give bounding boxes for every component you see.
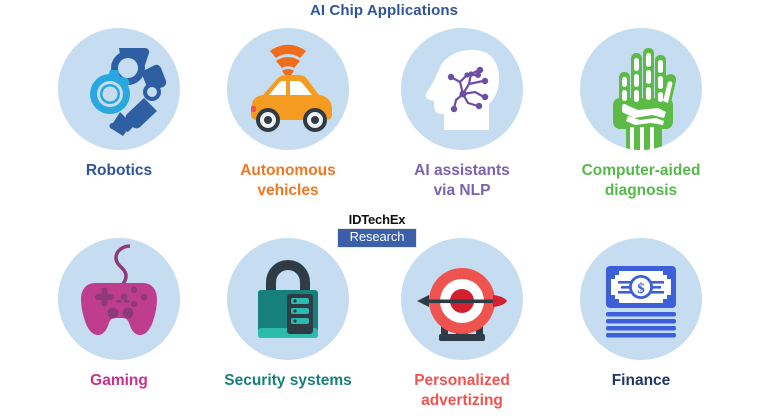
application-label-robotics: Robotics (23, 161, 215, 181)
svg-text:$: $ (637, 281, 645, 297)
padlock-icon (258, 260, 318, 338)
label-line-1: AI assistants (414, 162, 510, 179)
application-item-autonomous-vehicles[interactable]: Autonomous vehicles (192, 28, 384, 202)
application-label-gaming: Gaming (23, 371, 215, 391)
label-line-1: Robotics (85, 162, 153, 179)
application-item-robotics[interactable]: Robotics (23, 28, 215, 181)
label-line-1: Personalized (414, 372, 510, 389)
application-item-finance[interactable]: $ Finance (545, 238, 737, 391)
logo-sub-text: Research (337, 228, 417, 249)
application-item-computer-aided-diagnosis[interactable]: Computer-aided diagnosis (545, 28, 737, 202)
application-label-autonomous-vehicles: Autonomous vehicles (192, 161, 384, 202)
application-label-finance: Finance (545, 371, 737, 391)
icon-circle-personalized-advertizing (401, 238, 523, 360)
label-line-2: vehicles (257, 182, 319, 200)
label-line-1: Security systems (224, 372, 352, 389)
icon-circle-gaming (58, 238, 180, 360)
banknotes-dollar-icon: $ (606, 266, 676, 338)
icon-circle-computer-aided-diagnosis (580, 28, 702, 150)
application-item-security-systems[interactable]: Security systems (192, 238, 384, 391)
icon-circle-autonomous-vehicles (227, 28, 349, 150)
robot-arm-gear-icon (90, 47, 167, 136)
xray-hand-icon (613, 48, 677, 150)
label-line-2: advertizing (421, 392, 503, 410)
application-item-gaming[interactable]: Gaming (23, 238, 215, 391)
gamepad-icon (81, 244, 157, 335)
label-line-1: Computer-aided (581, 162, 701, 179)
icon-circle-security-systems (227, 238, 349, 360)
icon-circle-finance: $ (580, 238, 702, 360)
application-label-ai-assistants: AI assistants via NLP (366, 161, 558, 202)
label-line-2: diagnosis (604, 182, 678, 200)
application-label-security-systems: Security systems (192, 371, 384, 391)
head-neural-network-icon (425, 49, 500, 131)
target-arrow-icon (417, 268, 507, 341)
label-line-1: Gaming (90, 372, 148, 389)
logo-brand-text: IDTechEx (348, 212, 406, 227)
label-line-1: Autonomous (240, 162, 336, 179)
label-line-1: Finance (611, 372, 671, 389)
car-wifi-icon (251, 44, 332, 132)
application-label-computer-aided-diagnosis: Computer-aided diagnosis (545, 161, 737, 202)
icon-circle-robotics (58, 28, 180, 150)
idtechex-research-logo: IDTechEx Research (337, 212, 417, 249)
icon-circle-ai-assistants (401, 28, 523, 150)
label-line-2: via NLP (433, 182, 491, 200)
application-label-personalized-advertizing: Personalized advertizing (366, 371, 558, 412)
application-item-ai-assistants[interactable]: AI assistants via NLP (366, 28, 558, 202)
page-title: AI Chip Applications (309, 2, 459, 19)
application-item-personalized-advertizing[interactable]: Personalized advertizing (366, 238, 558, 412)
application-grid: Robotics (0, 28, 768, 418)
